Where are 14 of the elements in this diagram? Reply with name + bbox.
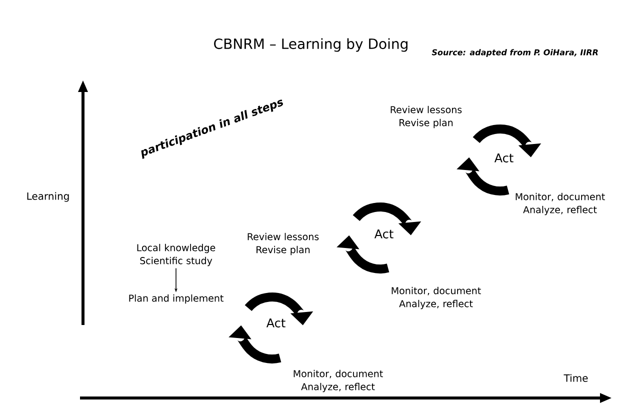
step-label: Review lessons Revise plan [248, 232, 319, 256]
step-label: Review lessons Revise plan [390, 106, 462, 128]
axis-label: Time [564, 374, 588, 382]
act-label: Act [494, 154, 514, 162]
axis-label: Learning [27, 192, 69, 202]
step-label: Monitor, document Analyze, reflect [294, 370, 383, 392]
title: CBNRM – Learning by Doing [214, 38, 408, 52]
step-label: Monitor, document Analyze, reflect [516, 192, 605, 216]
step-text: Plan and implement [129, 294, 224, 304]
step-label: Monitor, document Analyze, reflect [392, 286, 481, 310]
act-label: Act [266, 318, 286, 328]
act-label: Act [374, 230, 394, 238]
step-text: Local knowledge Scientific study [137, 244, 216, 266]
source-note: Source: adapted from P. OiHara, IIRR [432, 49, 598, 57]
